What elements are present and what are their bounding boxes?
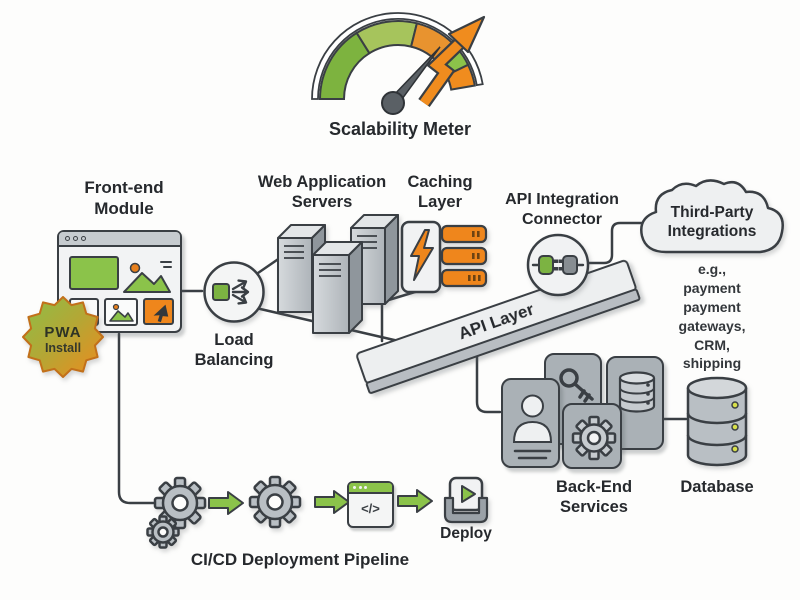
lightning-icon bbox=[410, 229, 434, 281]
pipeline-arrow-icon bbox=[397, 489, 433, 513]
window-dot-icon bbox=[65, 236, 70, 241]
frontend-label: Front-end Module bbox=[84, 178, 164, 218]
thumbnail-image-icon bbox=[109, 303, 134, 322]
code-glyph: </> bbox=[361, 500, 380, 516]
backend-label: Back-End Services bbox=[555, 478, 633, 517]
window-dot-icon bbox=[73, 236, 78, 241]
server-tower bbox=[350, 214, 399, 305]
cicd-label: CI/CD Deployment Pipeline bbox=[190, 550, 410, 569]
key-icon bbox=[559, 368, 594, 403]
thumbnail-tile bbox=[104, 298, 138, 326]
deploy-label: Deploy bbox=[440, 525, 492, 542]
database-label: Database bbox=[680, 478, 754, 496]
backend-card-user bbox=[501, 378, 560, 468]
play-icon bbox=[461, 485, 476, 503]
window-dot-icon bbox=[358, 486, 362, 489]
backend-card-services bbox=[562, 403, 622, 469]
plug-connector-icon bbox=[526, 233, 590, 297]
meter-title: Scalability Meter bbox=[328, 119, 472, 139]
pwa-badge-subtitle: Install bbox=[44, 341, 82, 355]
cloud-icon bbox=[640, 179, 784, 254]
cursor-arrow-icon bbox=[153, 304, 169, 323]
gear-icon bbox=[571, 415, 617, 461]
window-dot-icon bbox=[364, 486, 367, 489]
browser-title-bar bbox=[59, 232, 180, 247]
gear-icon bbox=[153, 476, 207, 530]
pwa-badge-title: PWA bbox=[44, 324, 82, 341]
caching-label: Caching Layer bbox=[407, 173, 473, 212]
load-balancing-label: Load Balancing bbox=[194, 331, 274, 370]
api-connector-label: API Integration Connector bbox=[505, 191, 619, 228]
cache-entries bbox=[440, 224, 488, 288]
hero-block bbox=[69, 256, 119, 290]
cicd-gears-icon bbox=[146, 475, 302, 549]
cache-icon bbox=[400, 220, 488, 294]
code-window-title-bar bbox=[349, 483, 392, 494]
web-servers-label: Web Application Servers bbox=[257, 173, 387, 212]
server-towers-icon bbox=[277, 214, 399, 334]
pipeline-arrow-icon bbox=[314, 490, 350, 514]
pipeline-arrow-icon bbox=[208, 491, 244, 515]
load-balancer-icon bbox=[203, 261, 265, 323]
user-icon bbox=[512, 394, 553, 460]
server-tower bbox=[312, 241, 363, 334]
growth-arrow-icon bbox=[418, 15, 486, 108]
scalability-gauge-icon bbox=[311, 12, 486, 115]
pwa-install-badge bbox=[22, 296, 104, 378]
cursor-tile bbox=[143, 298, 174, 325]
third-party-examples: e.g., payment payment gateways, CRM, shi… bbox=[678, 261, 746, 372]
code-window: </> bbox=[347, 481, 394, 528]
third-party-label: Third-Party Integrations bbox=[667, 204, 757, 240]
storage-stack-icon bbox=[618, 371, 656, 413]
window-dot-icon bbox=[353, 486, 356, 489]
window-dot-icon bbox=[81, 236, 86, 241]
frontend-browser-window bbox=[57, 230, 182, 333]
gear-icon bbox=[146, 515, 180, 549]
gear-icon bbox=[248, 475, 302, 529]
deploy-icon bbox=[443, 476, 489, 524]
database-icon bbox=[686, 376, 748, 467]
image-placeholder-icon bbox=[123, 261, 172, 293]
